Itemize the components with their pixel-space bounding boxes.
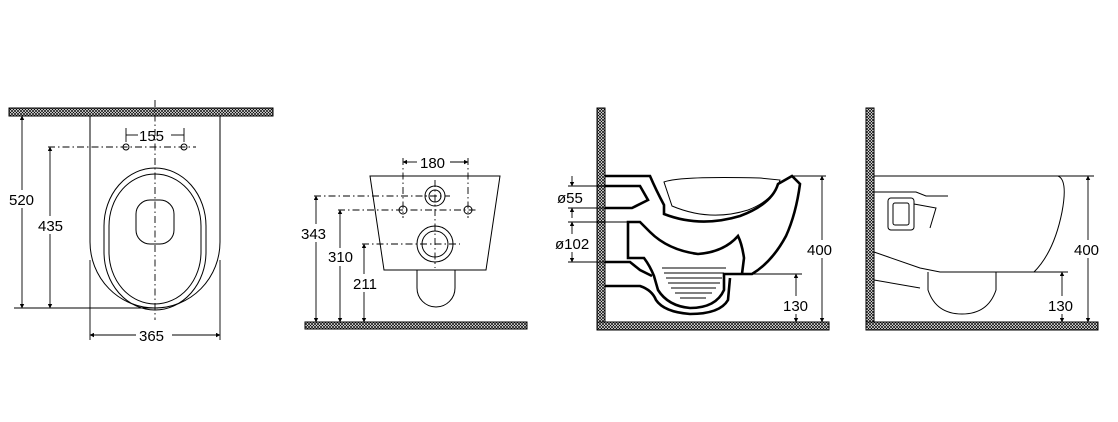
dim-floor-section: 130	[783, 298, 808, 315]
dim-seat-top: 435	[38, 218, 63, 235]
trap-outline-front	[416, 270, 456, 308]
bowl-outline-front	[369, 175, 501, 271]
wall-top	[8, 107, 274, 117]
dim-inlet-section: ø55	[557, 190, 583, 207]
dim-height-section: 400	[807, 242, 832, 259]
wall-section	[596, 107, 606, 331]
dim-depth-top: 520	[9, 192, 34, 209]
fixing-hole-left	[122, 143, 130, 151]
front-view: 180 343 310 211	[300, 155, 528, 330]
wall-side	[865, 107, 875, 331]
dim-outlet-section: ø102	[555, 236, 589, 253]
dim-width-top: 365	[139, 328, 164, 345]
floor-section	[596, 321, 830, 331]
dim-height-side: 400	[1074, 242, 1099, 259]
trap-outline-side	[927, 272, 997, 315]
section-view: ø55 ø102 400 130	[552, 107, 836, 331]
floor-side	[865, 321, 1099, 331]
cistern-port-side	[887, 197, 915, 231]
bowl-outline-side	[873, 175, 1065, 273]
dim-fixing-front: 180	[420, 155, 445, 172]
dim-fixing-top: 155	[139, 128, 164, 145]
bowl-opening	[135, 199, 175, 245]
bowl-inner-section	[663, 177, 781, 216]
floor-front	[304, 321, 528, 330]
fixing-hole-right	[180, 143, 188, 151]
side-view: 400 130	[865, 107, 1104, 331]
dim-343-front: 343	[301, 226, 326, 243]
dim-211-front: 211	[353, 276, 377, 293]
top-view: 155 520 435 365	[6, 100, 274, 345]
dim-310-front: 310	[328, 249, 353, 266]
water-section	[662, 267, 726, 299]
bowl-shell-section	[605, 174, 802, 310]
dim-floor-side: 130	[1048, 298, 1073, 315]
